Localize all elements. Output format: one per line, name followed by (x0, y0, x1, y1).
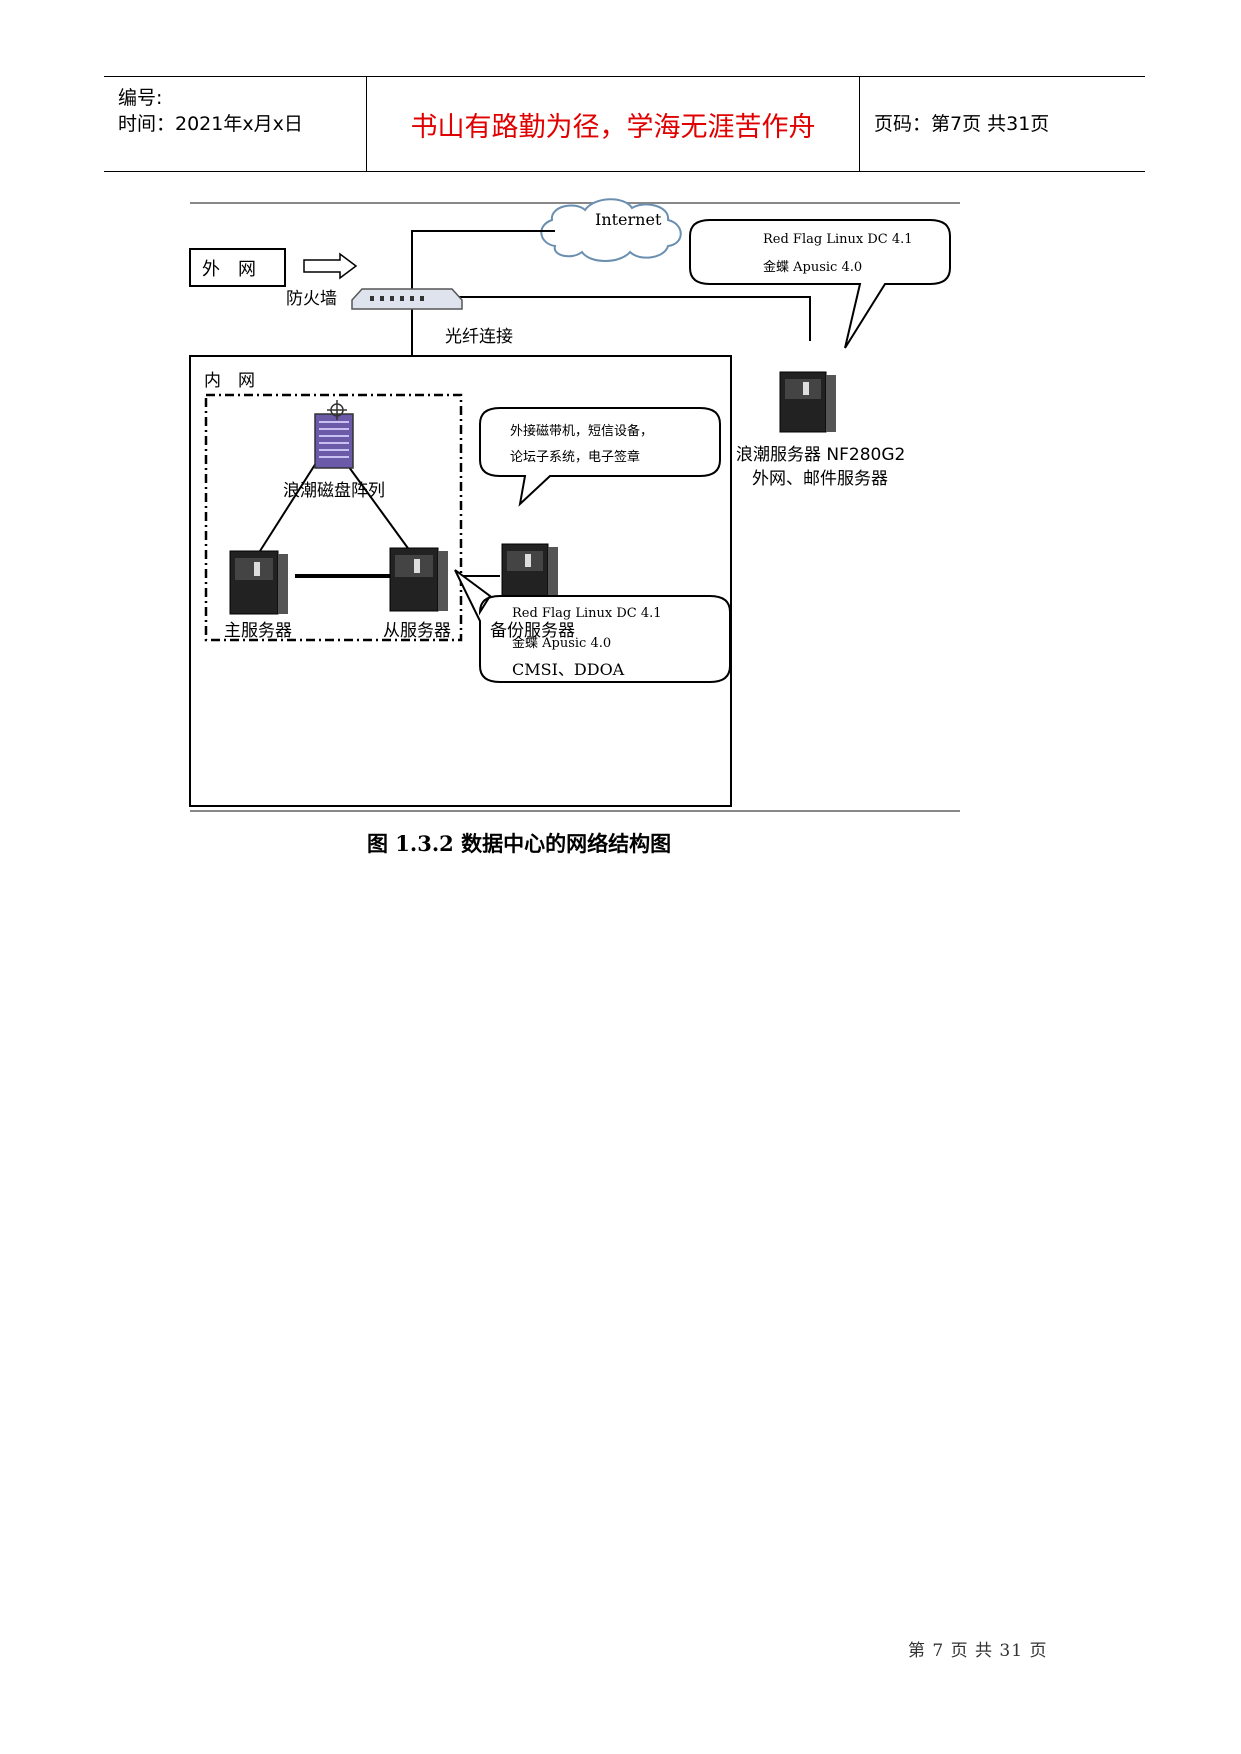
disk-array-icon (314, 400, 354, 469)
code-label: 编号: (118, 87, 163, 109)
backup-speech-bubble (479, 407, 721, 507)
firewall-label: 防火墙 (286, 289, 337, 309)
arrow-right-icon (303, 252, 358, 280)
internet-label: Internet (595, 210, 662, 229)
intranet-box (189, 355, 732, 807)
header-motto-cell: 书山有路勤为径，学海无涯苦作舟 (367, 77, 860, 171)
network-diagram: Internet 外 网 防火墙 光纤连接 内 网 浪潮磁盘阵列 主服务器 从服… (180, 196, 970, 821)
firewall-device-icon (351, 288, 463, 310)
top-speech-bubble (689, 219, 951, 349)
slave-bubble-line1: Red Flag Linux DC 4.1 (512, 606, 662, 621)
figure-caption: 图 1.3.2 数据中心的网络结构图 (367, 831, 672, 856)
backup-bubble-line1: 外接磁带机，短信设备， (510, 424, 654, 439)
time-label: 时间：2021年x月x日 (118, 113, 303, 135)
fiber-label: 光纤连接 (445, 327, 513, 347)
slave-server-icon (389, 547, 448, 612)
page-footer: 第 7 页 共 31 页 (908, 1641, 1048, 1661)
external-network-box (189, 248, 286, 287)
intranet-label: 内 网 (204, 371, 255, 391)
external-network-label: 外 网 (202, 259, 256, 280)
page-number-label: 页码：第7页 共31页 (874, 113, 1050, 135)
inspur-server-icon (779, 371, 836, 433)
cluster-box (204, 393, 463, 642)
slave-server-label: 从服务器 (383, 621, 451, 641)
motto: 书山有路勤为径，学海无涯苦作舟 (410, 112, 816, 143)
main-server-icon (229, 550, 288, 615)
slave-speech-bubble (454, 569, 731, 683)
firewall-to-server-link (455, 296, 811, 341)
inspur-server-label-line1: 浪潮服务器 NF280G2 (736, 445, 906, 465)
internet-link (411, 230, 555, 291)
diagram-graphics (189, 198, 960, 812)
slave-bubble-line2: 金蝶 Apusic 4.0 (512, 636, 612, 651)
backup-server-label: 备份服务器 (490, 621, 575, 641)
top-bubble-line1: Red Flag Linux DC 4.1 (763, 232, 913, 247)
disk-array-label: 浪潮磁盘阵列 (283, 481, 385, 501)
main-server-label: 主服务器 (224, 621, 292, 641)
top-bubble-line2: 金蝶 Apusic 4.0 (763, 260, 863, 275)
internet-cloud-icon (540, 198, 682, 262)
header-meta-cell: 编号: 时间：2021年x月x日 (104, 77, 367, 171)
backup-server-icon (501, 543, 558, 605)
header-page-cell: 页码：第7页 共31页 (860, 77, 1145, 171)
page-header: 编号: 时间：2021年x月x日 书山有路勤为径，学海无涯苦作舟 页码：第7页 … (104, 76, 1145, 172)
backup-bubble-line2: 论坛子系统，电子签章 (510, 450, 641, 465)
slave-bubble-line3: CMSI、DDOA (512, 660, 625, 679)
inspur-server-label-line2: 外网、邮件服务器 (752, 469, 888, 489)
